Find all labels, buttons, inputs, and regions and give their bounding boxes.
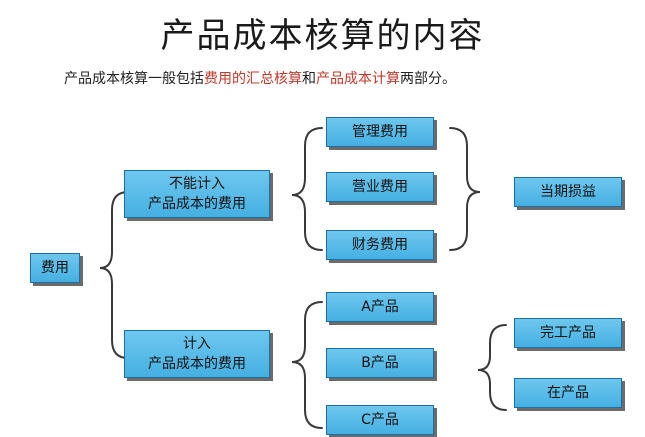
bracket-products <box>477 324 507 411</box>
node-root-expense-label: 费用 <box>41 260 69 276</box>
node-work-in-progress-label: 在产品 <box>547 385 589 401</box>
subtitle-part-3: 和 <box>302 71 316 87</box>
node-sales-expense: 营业费用 <box>326 172 434 202</box>
node-sales-expense-label: 营业费用 <box>352 179 408 195</box>
node-product-c-label: C产品 <box>361 412 399 428</box>
node-management-expense-label: 管理费用 <box>352 124 408 140</box>
node-not-included-line2: 产品成本的费用 <box>148 196 246 212</box>
node-product-a-label: A产品 <box>361 299 399 315</box>
subtitle-highlight-cost-calc: 产品成本计算 <box>316 71 400 87</box>
subtitle: 产品成本核算一般包括费用的汇总核算和产品成本计算两部分。 <box>64 68 456 88</box>
subtitle-highlight-cost-summary: 费用的汇总核算 <box>204 71 302 87</box>
node-product-c: C产品 <box>326 405 434 435</box>
node-period-profit-loss: 当期损益 <box>514 177 622 207</box>
node-finance-expense-label: 财务费用 <box>352 237 408 253</box>
node-product-b-label: B产品 <box>361 355 399 371</box>
node-work-in-progress: 在产品 <box>514 378 622 408</box>
bracket-included <box>291 301 323 429</box>
node-period-profit-loss-label: 当期损益 <box>540 184 596 200</box>
node-not-included-in-cost: 不能计入 产品成本的费用 <box>124 170 270 218</box>
node-root-expense: 费用 <box>30 253 80 283</box>
node-management-expense: 管理费用 <box>326 117 434 147</box>
subtitle-part-1: 产品成本核算一般包括 <box>64 71 204 87</box>
subtitle-part-5: 两部分。 <box>400 71 456 87</box>
node-finished-product-label: 完工产品 <box>540 325 596 341</box>
node-finished-product: 完工产品 <box>514 318 622 348</box>
node-included-line1: 计入 <box>183 336 211 352</box>
bracket-not-included <box>291 127 323 251</box>
node-finance-expense: 财务费用 <box>326 230 434 260</box>
node-included-line2: 产品成本的费用 <box>148 356 246 372</box>
node-product-a: A产品 <box>326 292 434 322</box>
node-included-in-cost: 计入 产品成本的费用 <box>124 330 270 378</box>
page-title: 产品成本核算的内容 <box>160 16 485 56</box>
node-not-included-line1: 不能计入 <box>169 176 225 192</box>
bracket-period-pl <box>449 127 481 251</box>
node-product-b: B产品 <box>326 348 434 378</box>
